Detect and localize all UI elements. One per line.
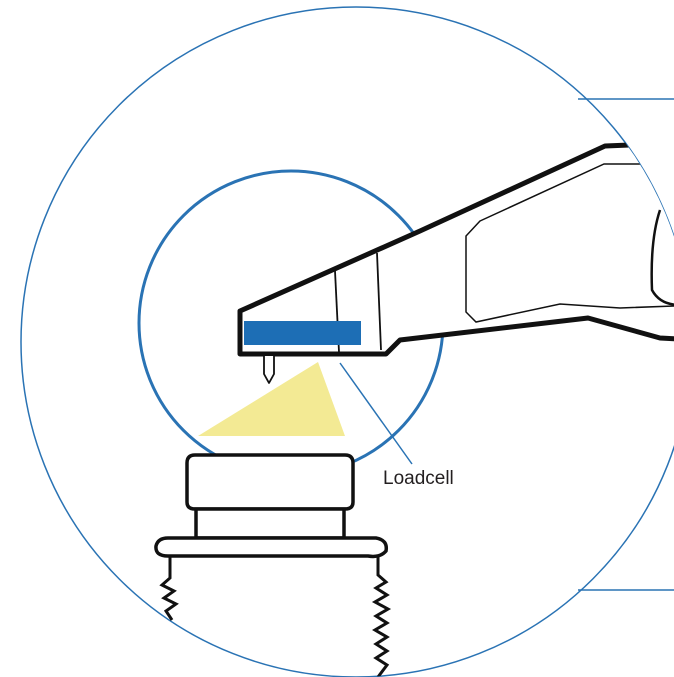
light-beam: [198, 362, 345, 436]
bottle-collar: [154, 536, 389, 559]
bottle-body-right: [371, 556, 392, 677]
arm-groove-2: [376, 252, 382, 351]
probe-arm: [237, 139, 674, 357]
loadcell-label: Loadcell: [383, 468, 454, 489]
bottle-body-left: [159, 556, 179, 621]
arm-window-detail: [650, 209, 674, 307]
probe-tip: [263, 356, 275, 384]
loadcell-sensor: [244, 321, 361, 345]
loadcell-callout-line: [339, 362, 413, 465]
bottle-cap: [185, 453, 355, 511]
bottle-neck: [194, 507, 346, 540]
